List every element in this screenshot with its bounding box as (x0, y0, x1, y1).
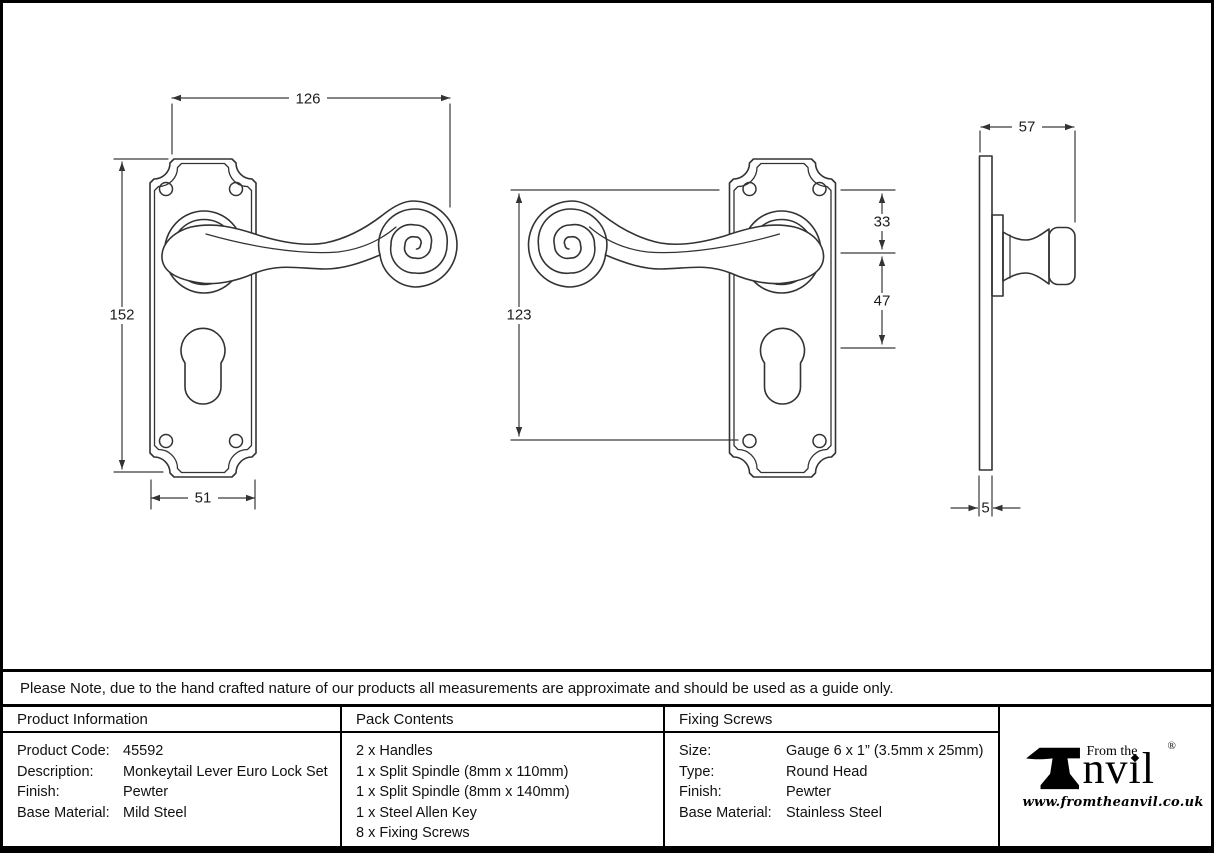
row-label: Type: (679, 763, 715, 780)
table-row: Finish: Pewter (17, 782, 334, 803)
from-the-anvil-logo: From the nvıl ® www.fromtheanvil.co.uk (1022, 739, 1204, 813)
technical-drawing: 126 152 51 123 33 47 57 5 (103, 90, 1076, 517)
side-lever-grip (1048, 226, 1076, 286)
dim-label-rose-offset: 33 (874, 214, 891, 231)
side-lever-neck (1002, 228, 1050, 285)
row-label: Base Material: (17, 804, 110, 821)
brand-logo-cell: From the nvıl ® www.fromtheanvil.co.uk (1000, 707, 1211, 846)
logo-brand-text: nvıl (1082, 743, 1155, 793)
table-row: Description: Monkeytail Lever Euro Lock S… (17, 762, 334, 783)
product-information-header: Product Information (3, 707, 340, 733)
dim-label-lever-height: 123 (506, 307, 531, 324)
list-item: 2 x Handles (356, 743, 433, 759)
row-label: Description: (17, 763, 94, 780)
fixing-screws-header: Fixing Screws (665, 707, 998, 733)
side-rose (991, 214, 1004, 297)
row-value: Gauge 6 x 1” (3.5mm x 25mm) (786, 743, 984, 759)
table-row: Base Material: Stainless Steel (679, 803, 992, 824)
info-table: Product Information Product Code: 45592 D… (3, 707, 1211, 850)
list-item: 8 x Fixing Screws (356, 825, 470, 841)
list-item: 1 x Split Spindle (8mm x 110mm) (356, 763, 569, 780)
dimension-lines (113, 94, 1076, 517)
row-value: 45592 (123, 743, 164, 759)
side-view (978, 155, 1076, 471)
row-label: Base Material: (679, 804, 772, 821)
row-value: Round Head (786, 763, 868, 780)
row-value: Mild Steel (123, 804, 187, 821)
pack-contents-column: Pack Contents 2 x Handles 1 x Split Spin… (342, 707, 665, 846)
dim-label-overall-width: 126 (295, 91, 320, 108)
dim-label-thickness: 5 (981, 500, 989, 517)
front-view-mirrored (527, 158, 837, 478)
side-backplate (978, 155, 993, 471)
list-item: 1 x Split Spindle (8mm x 140mm) (356, 784, 570, 800)
dimension-labels: 126 152 51 123 33 47 57 5 (103, 90, 1042, 517)
dim-label-plate-height: 152 (109, 307, 134, 324)
row-value: Stainless Steel (786, 804, 882, 821)
row-label: Finish: (17, 784, 60, 800)
logo-website-url: www.fromtheanvil.co.uk (1022, 794, 1204, 810)
anvil-icon (1025, 747, 1080, 789)
table-row: Base Material: Mild Steel (17, 803, 334, 824)
row-label: Size: (679, 743, 712, 759)
note-row: Please Note, due to the hand crafted nat… (3, 669, 1211, 707)
dim-label-cylinder-offset: 47 (874, 293, 891, 310)
table-row: Type: Round Head (679, 762, 992, 783)
table-row: Finish: Pewter (679, 782, 992, 803)
row-value: Pewter (786, 784, 832, 800)
pack-contents-header: Pack Contents (342, 707, 663, 733)
note-text: Please Note, due to the hand crafted nat… (20, 679, 894, 697)
dim-label-projection: 57 (1019, 119, 1036, 136)
row-label: Product Code: (17, 743, 110, 759)
row-value: Pewter (123, 784, 169, 800)
row-value: Monkeytail Lever Euro Lock Set (123, 763, 328, 780)
fixing-screws-column: Fixing Screws Size: Gauge 6 x 1” (3.5mm x… (665, 707, 1000, 846)
table-row: Product Code: 45592 (17, 741, 334, 762)
table-row: Size: Gauge 6 x 1” (3.5mm x 25mm) (679, 741, 992, 762)
dim-label-plate-width: 51 (195, 490, 212, 507)
registered-trademark-symbol: ® (1167, 739, 1176, 752)
front-view-left (149, 158, 458, 478)
row-label: Finish: (679, 784, 722, 800)
logo-prefix-text: From the (1086, 743, 1138, 759)
product-information-column: Product Information Product Code: 45592 D… (3, 707, 342, 846)
list-item: 1 x Steel Allen Key (356, 804, 477, 821)
